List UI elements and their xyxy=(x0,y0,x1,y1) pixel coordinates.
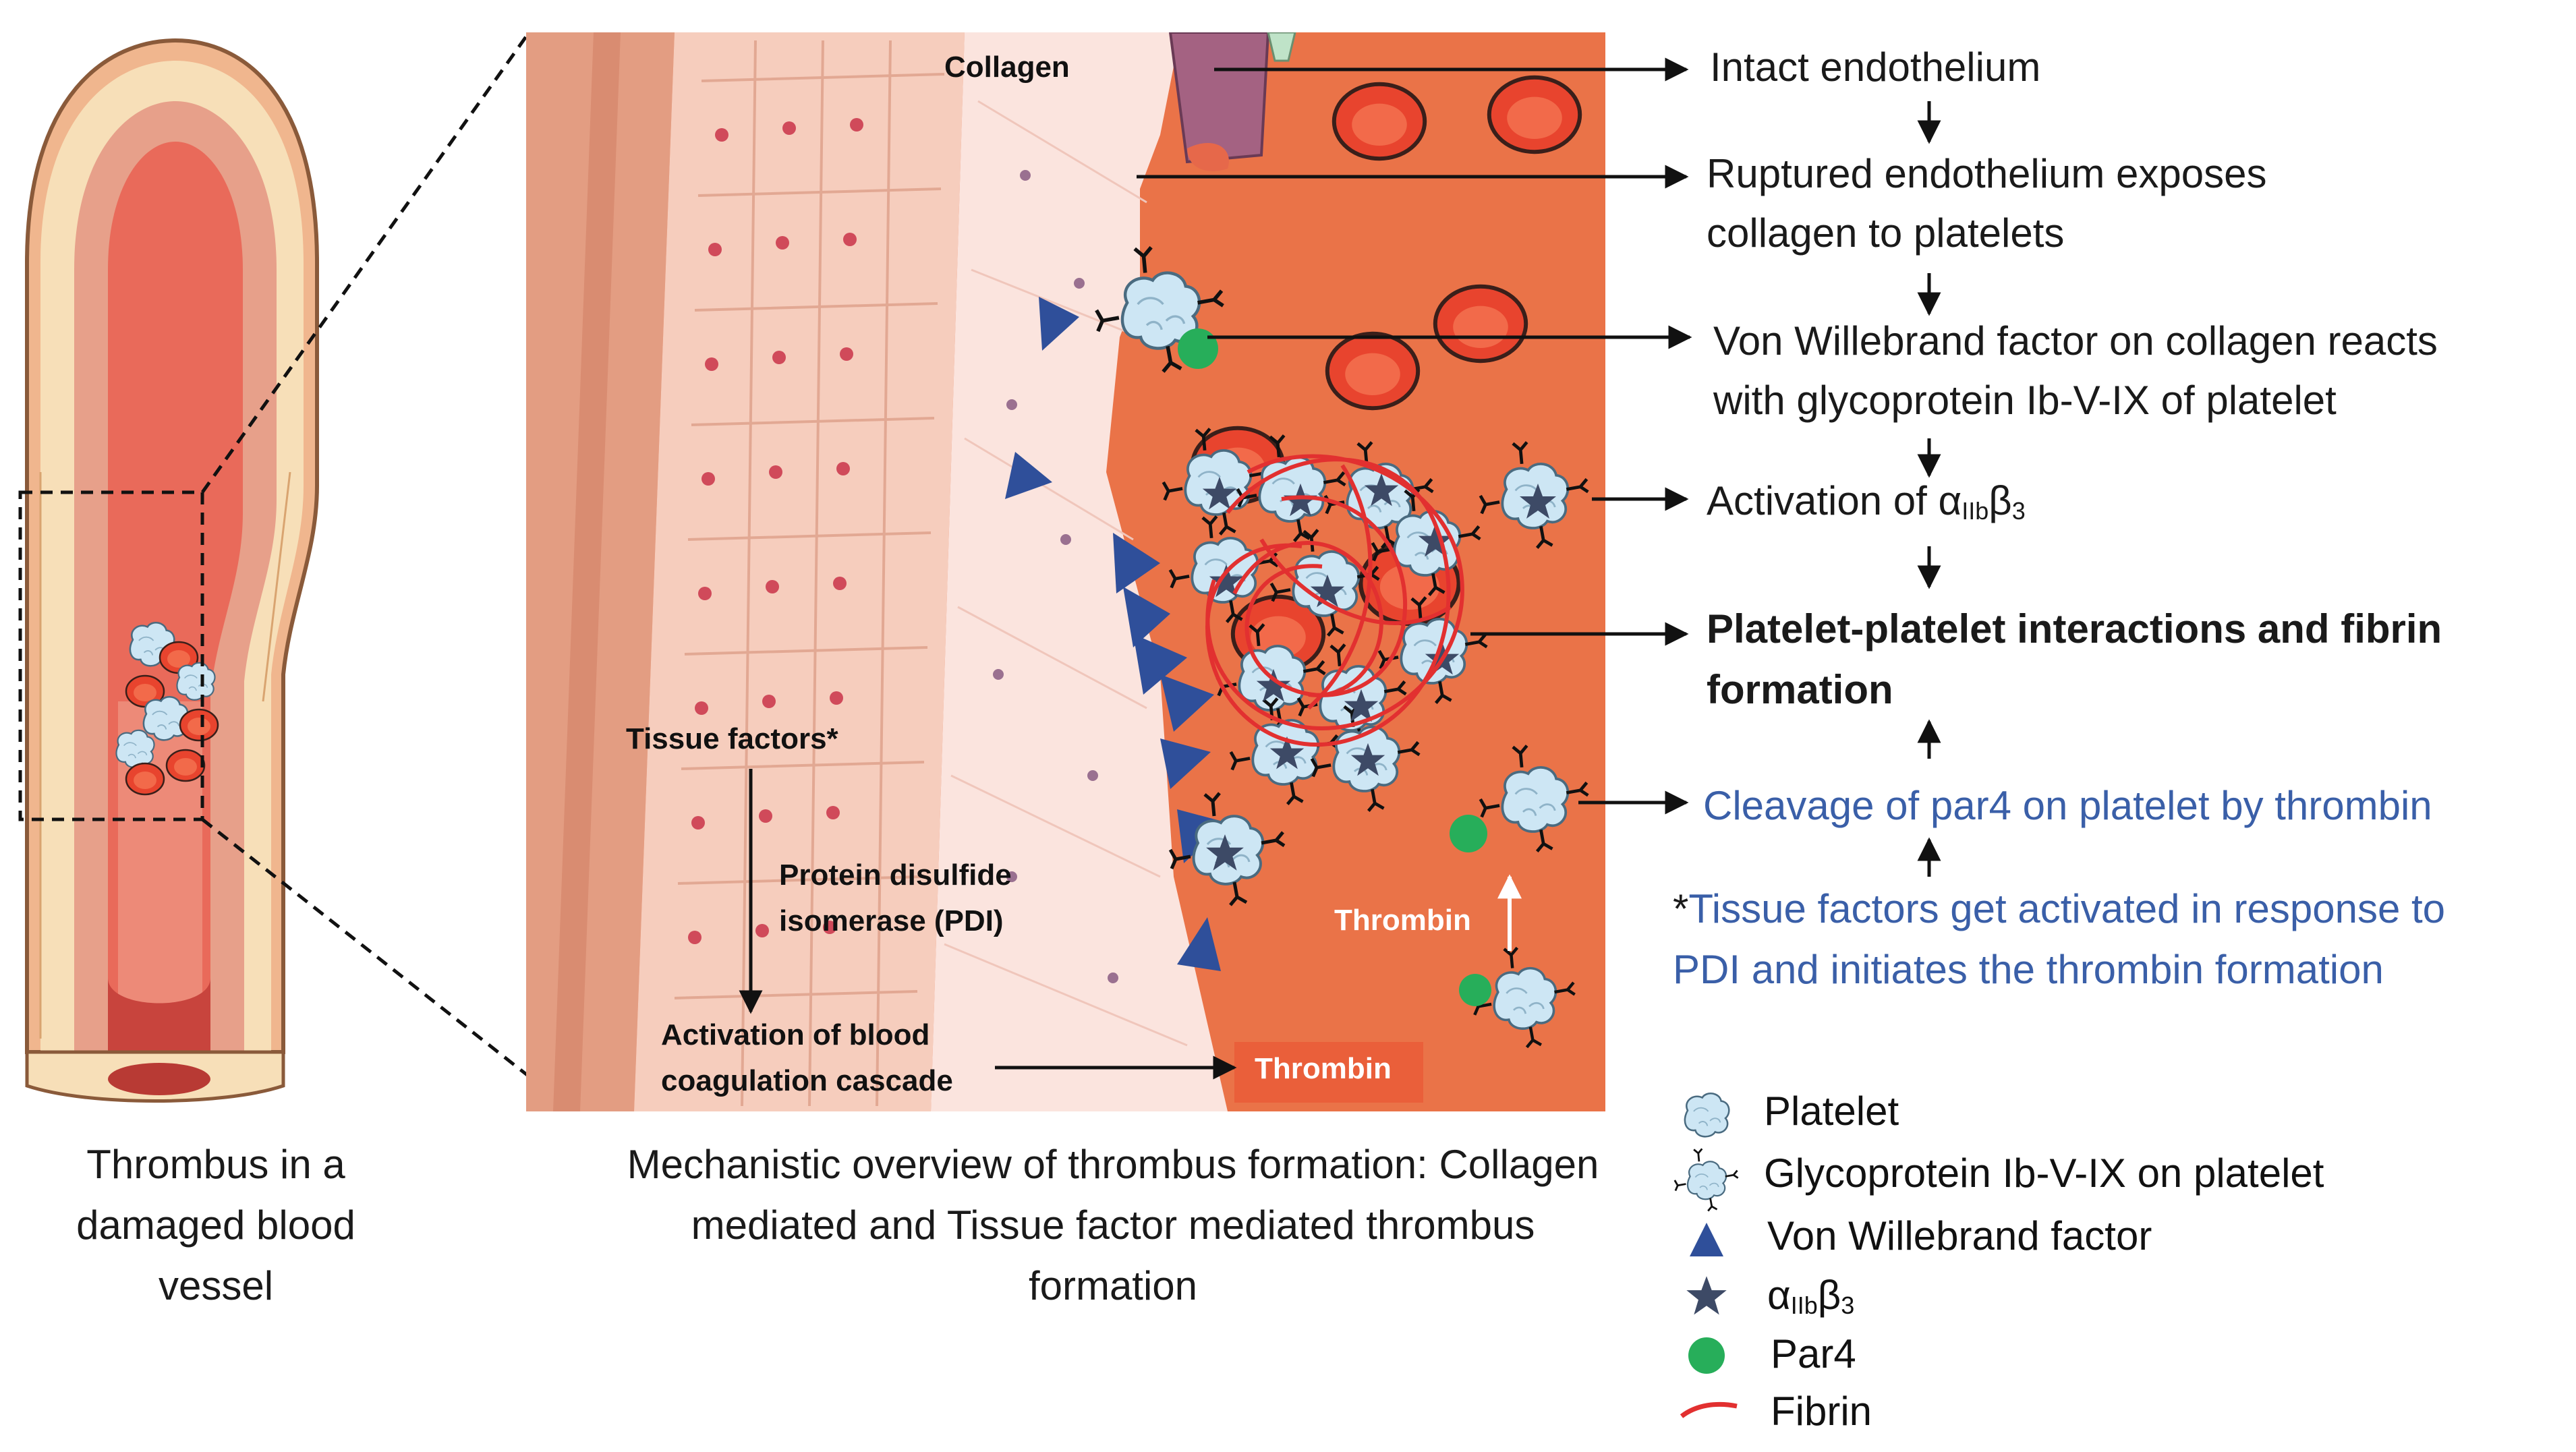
legend-fibrin: Fibrin xyxy=(1771,1389,1872,1434)
glycoprotein-platelet-icon xyxy=(1659,1146,1754,1214)
note-line1-text: Tissue factors get activated in response… xyxy=(1688,886,2446,931)
legend-alpha: α xyxy=(1767,1273,1791,1318)
legend-integrin: αIIbβ3 xyxy=(1767,1270,1854,1320)
label-thrombin-lower: Thrombin xyxy=(1255,1052,1392,1085)
label-thrombin-upper: Thrombin xyxy=(1334,904,1471,937)
note-asterisk: * xyxy=(1673,886,1689,931)
integrin-star-icon xyxy=(1686,1276,1727,1315)
beta-symbol: β xyxy=(1988,478,2012,523)
legend-beta: β xyxy=(1817,1273,1841,1318)
step-vwf-reaction-line2: with glycoprotein Ib-V-IX of platelet xyxy=(1713,378,2337,423)
legend-platelet: Platelet xyxy=(1764,1088,1899,1134)
damaged-vessel-illustration xyxy=(18,32,568,1107)
label-tissue-factors: Tissue factors* xyxy=(626,722,838,755)
label-collagen: Collagen xyxy=(944,51,1070,84)
fibrin-line-icon xyxy=(1680,1401,1738,1418)
alpha-subscript: IIb xyxy=(1962,497,1989,525)
label-coagulation-line2: coagulation cascade xyxy=(661,1064,953,1097)
legend-vwf: Von Willebrand factor xyxy=(1767,1213,2152,1258)
connector-arrows xyxy=(1137,57,1941,877)
legend-beta-sub: 3 xyxy=(1841,1291,1855,1320)
label-pdi-line1: Protein disulfide xyxy=(779,859,1012,892)
step-par4-cleavage: Cleavage of par4 on platelet by thrombin xyxy=(1703,783,2432,828)
step-integrin-activation: Activation of αIIbβ3 xyxy=(1707,475,2026,526)
beta-subscript: 3 xyxy=(2011,497,2026,525)
step-platelet-interactions-line1: Platelet-platelet interactions and fibri… xyxy=(1707,606,2442,651)
caption-center: Mechanistic overview of thrombus formati… xyxy=(627,1142,1599,1308)
vwf-triangle-icon xyxy=(1690,1223,1723,1256)
step-integrin-prefix: Activation of xyxy=(1707,478,1939,523)
alpha-symbol: α xyxy=(1938,478,1962,523)
label-pdi-line2: isomerase (PDI) xyxy=(779,904,1004,937)
legend-alpha-sub: IIb xyxy=(1790,1291,1818,1320)
label-coagulation-line1: Activation of blood xyxy=(661,1018,930,1051)
platelet-icon xyxy=(1684,1092,1730,1138)
note-tissue-factor-line1: *Tissue factors get activated in respons… xyxy=(1673,883,2445,934)
legend-par4: Par4 xyxy=(1771,1331,1856,1376)
step-ruptured-endothelium-line1: Ruptured endothelium exposes xyxy=(1707,151,2267,196)
mechanistic-panel xyxy=(526,32,1605,1111)
zoom-box xyxy=(18,490,204,821)
caption-left: Thrombus in a damaged blood vessel xyxy=(76,1142,355,1308)
step-ruptured-endothelium-line2: collagen to platelets xyxy=(1707,210,2065,256)
note-tissue-factor-line2: PDI and initiates the thrombin formation xyxy=(1673,947,2384,992)
step-intact-endothelium: Intact endothelium xyxy=(1710,45,2041,90)
par4-dot-icon xyxy=(1688,1337,1725,1374)
step-platelet-interactions-line2: formation xyxy=(1707,667,1893,712)
legend-glycoprotein: Glycoprotein Ib-V-IX on platelet xyxy=(1764,1151,2324,1196)
step-vwf-reaction-line1: Von Willebrand factor on collagen reacts xyxy=(1713,318,2438,364)
